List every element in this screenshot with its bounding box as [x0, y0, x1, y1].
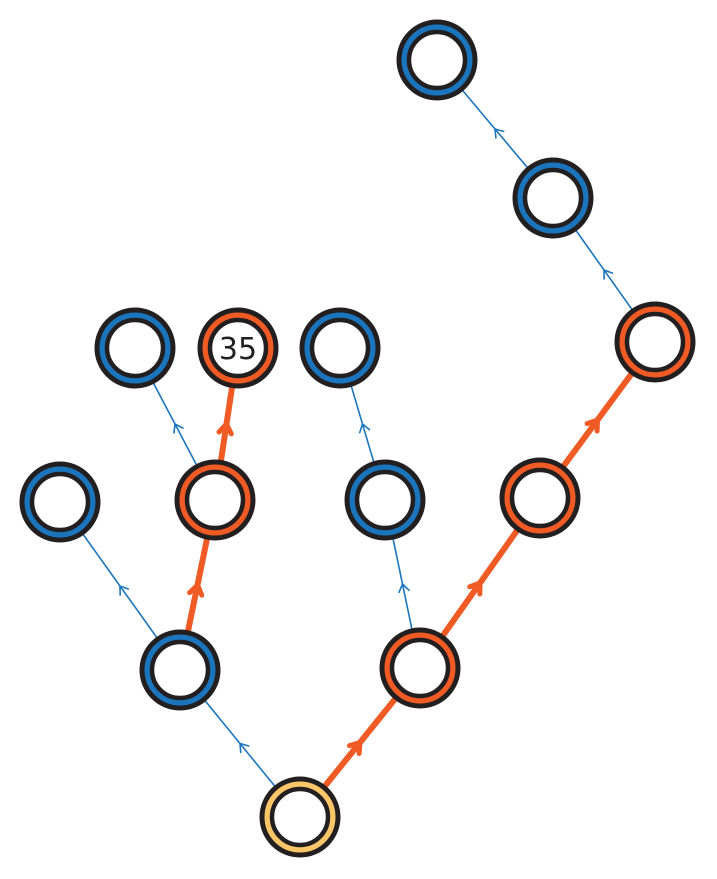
node-center — [184, 469, 246, 531]
tree-node-a2a[interactable] — [94, 307, 176, 389]
arrow-icon — [187, 582, 205, 598]
node-center — [269, 786, 331, 848]
arrow-icon — [494, 128, 505, 139]
node-center — [207, 317, 269, 379]
node-center — [624, 311, 686, 373]
node-center — [406, 29, 468, 91]
node-center — [104, 317, 166, 379]
nodes-layer: 35 — [19, 19, 696, 858]
tree-node-root[interactable] — [259, 776, 341, 858]
arrow-icon — [173, 423, 184, 434]
arrow-icon — [239, 742, 250, 754]
tree-node-b[interactable] — [379, 627, 461, 709]
tree-node-b1[interactable] — [344, 459, 426, 541]
tree-node-a[interactable] — [139, 629, 221, 711]
node-center — [354, 469, 416, 531]
node-center — [509, 467, 571, 529]
tree-node-b2a1a[interactable] — [396, 19, 478, 101]
tree-node-a2b[interactable]: 35 — [197, 307, 279, 389]
tree-node-a2[interactable] — [174, 459, 256, 541]
tree-node-b2[interactable] — [499, 457, 581, 539]
node-center — [522, 167, 584, 229]
tree-node-b2a[interactable] — [614, 301, 696, 383]
arrow-icon — [119, 585, 130, 596]
tree-node-a1[interactable] — [19, 461, 101, 543]
arrow-icon — [584, 417, 600, 434]
node-label: 35 — [219, 332, 257, 367]
node-center — [389, 637, 451, 699]
node-center — [29, 471, 91, 533]
node-center — [309, 317, 371, 379]
arrow-icon — [346, 740, 363, 756]
arrow-icon — [603, 269, 614, 280]
tree-node-b2a1[interactable] — [512, 157, 594, 239]
arrow-icon — [216, 421, 234, 437]
arrow-icon — [358, 423, 371, 434]
tree-node-b1a[interactable] — [299, 307, 381, 389]
node-center — [149, 639, 211, 701]
arrow-icon — [467, 580, 483, 597]
arrow-icon — [398, 583, 410, 594]
